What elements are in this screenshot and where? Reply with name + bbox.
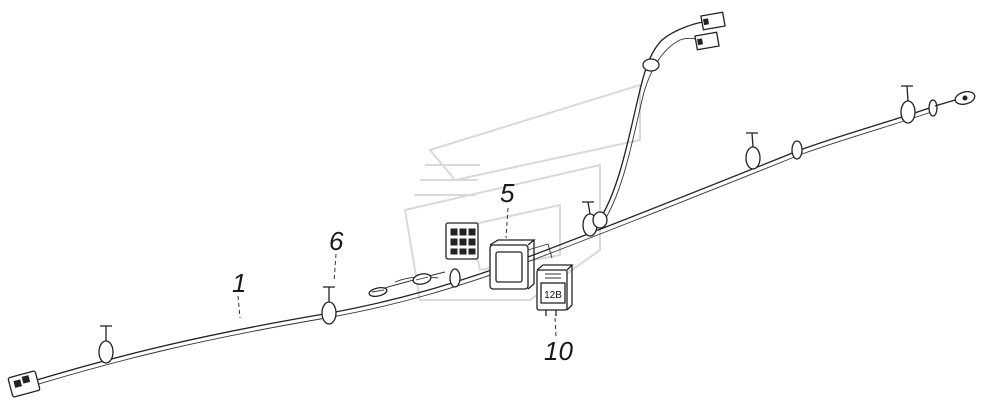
callout-part-5: 5 [500, 178, 515, 208]
callout-part-10: 10 [544, 336, 573, 366]
cable-clamp-icon [745, 132, 761, 170]
callout-part-6: 6 [329, 226, 344, 256]
small-lugs [368, 273, 432, 297]
ring-terminal-icon [934, 91, 976, 107]
callout-part-1: 1 [232, 268, 247, 298]
relay-marking: 12B [544, 290, 562, 301]
cable-clamp-icon [321, 286, 337, 325]
housing-connector-part-5 [489, 239, 553, 290]
top-connectors [694, 11, 726, 51]
end-connector-left [7, 370, 41, 398]
leader-lines [237, 207, 557, 337]
cable-clamp-icon [98, 325, 114, 364]
main-harness [29, 21, 938, 387]
grommet-ring-icon [449, 58, 938, 288]
relay-block-icon [536, 264, 574, 316]
cable-clamp-icon [900, 85, 916, 124]
fuse-block-icon [445, 222, 479, 260]
